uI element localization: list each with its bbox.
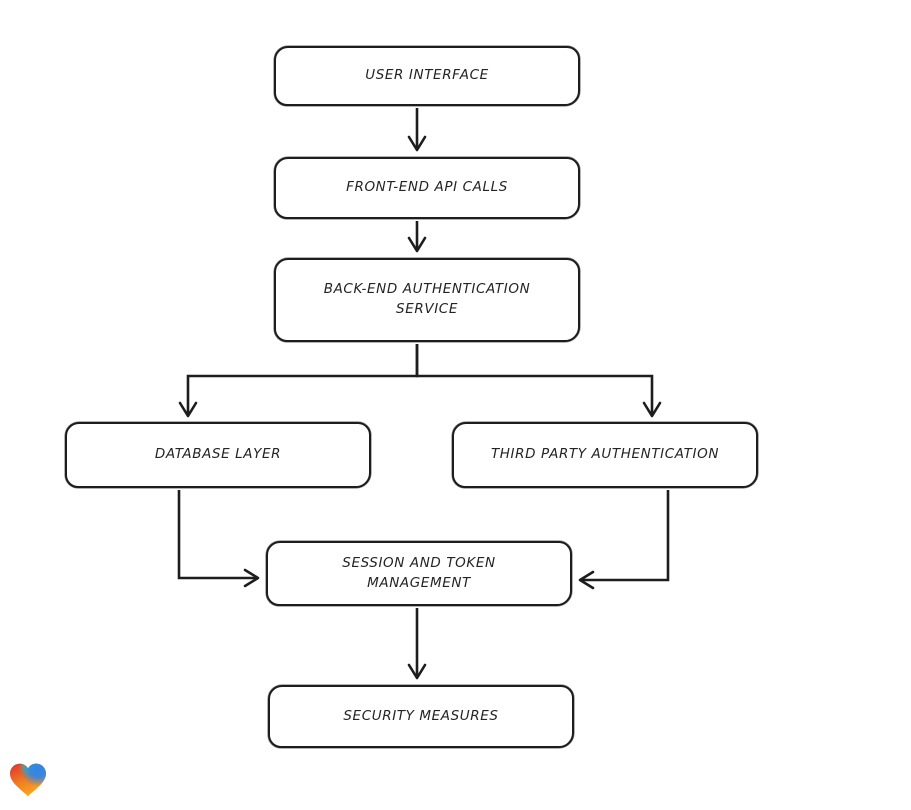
gradient-heart-icon bbox=[10, 763, 46, 797]
node-back-end-authentication-service: BACK-END AUTHENTICATION SERVICE bbox=[274, 258, 580, 342]
node-third-party-authentication-label: THIRD PARTY AUTHENTICATION bbox=[490, 446, 720, 463]
node-security-measures-label: SECURITY MEASURES bbox=[343, 707, 499, 724]
edge-third-party-authentication-to-session-and-token-management bbox=[578, 490, 670, 590]
node-third-party-authentication: THIRD PARTY AUTHENTICATION bbox=[452, 422, 758, 488]
edge-database-layer-to-session-and-token-management bbox=[177, 490, 260, 588]
node-session-and-token-management-label: SESSION AND TOKEN MANAGEMENT bbox=[342, 554, 496, 591]
edge-back-end-authentication-service-to-database-layer bbox=[178, 344, 419, 418]
node-database-layer: DATABASE LAYER bbox=[65, 422, 371, 488]
node-user-interface: USER INTERFACE bbox=[274, 46, 580, 106]
node-front-end-api-calls-label: FRONT-END API CALLS bbox=[346, 179, 508, 196]
node-back-end-authentication-service-label: BACK-END AUTHENTICATION SERVICE bbox=[323, 281, 531, 317]
node-user-interface-label: USER INTERFACE bbox=[365, 67, 489, 84]
heart-shape-blue-tint bbox=[10, 763, 46, 797]
node-session-and-token-management: SESSION AND TOKEN MANAGEMENT bbox=[266, 541, 572, 606]
brand-heart-logo[interactable] bbox=[10, 763, 46, 798]
edge-back-end-authentication-service-to-third-party-authentication bbox=[415, 344, 662, 418]
node-security-measures: SECURITY MEASURES bbox=[268, 685, 574, 748]
node-front-end-api-calls: FRONT-END API CALLS bbox=[274, 157, 580, 219]
node-database-layer-label: DATABASE LAYER bbox=[154, 446, 282, 463]
